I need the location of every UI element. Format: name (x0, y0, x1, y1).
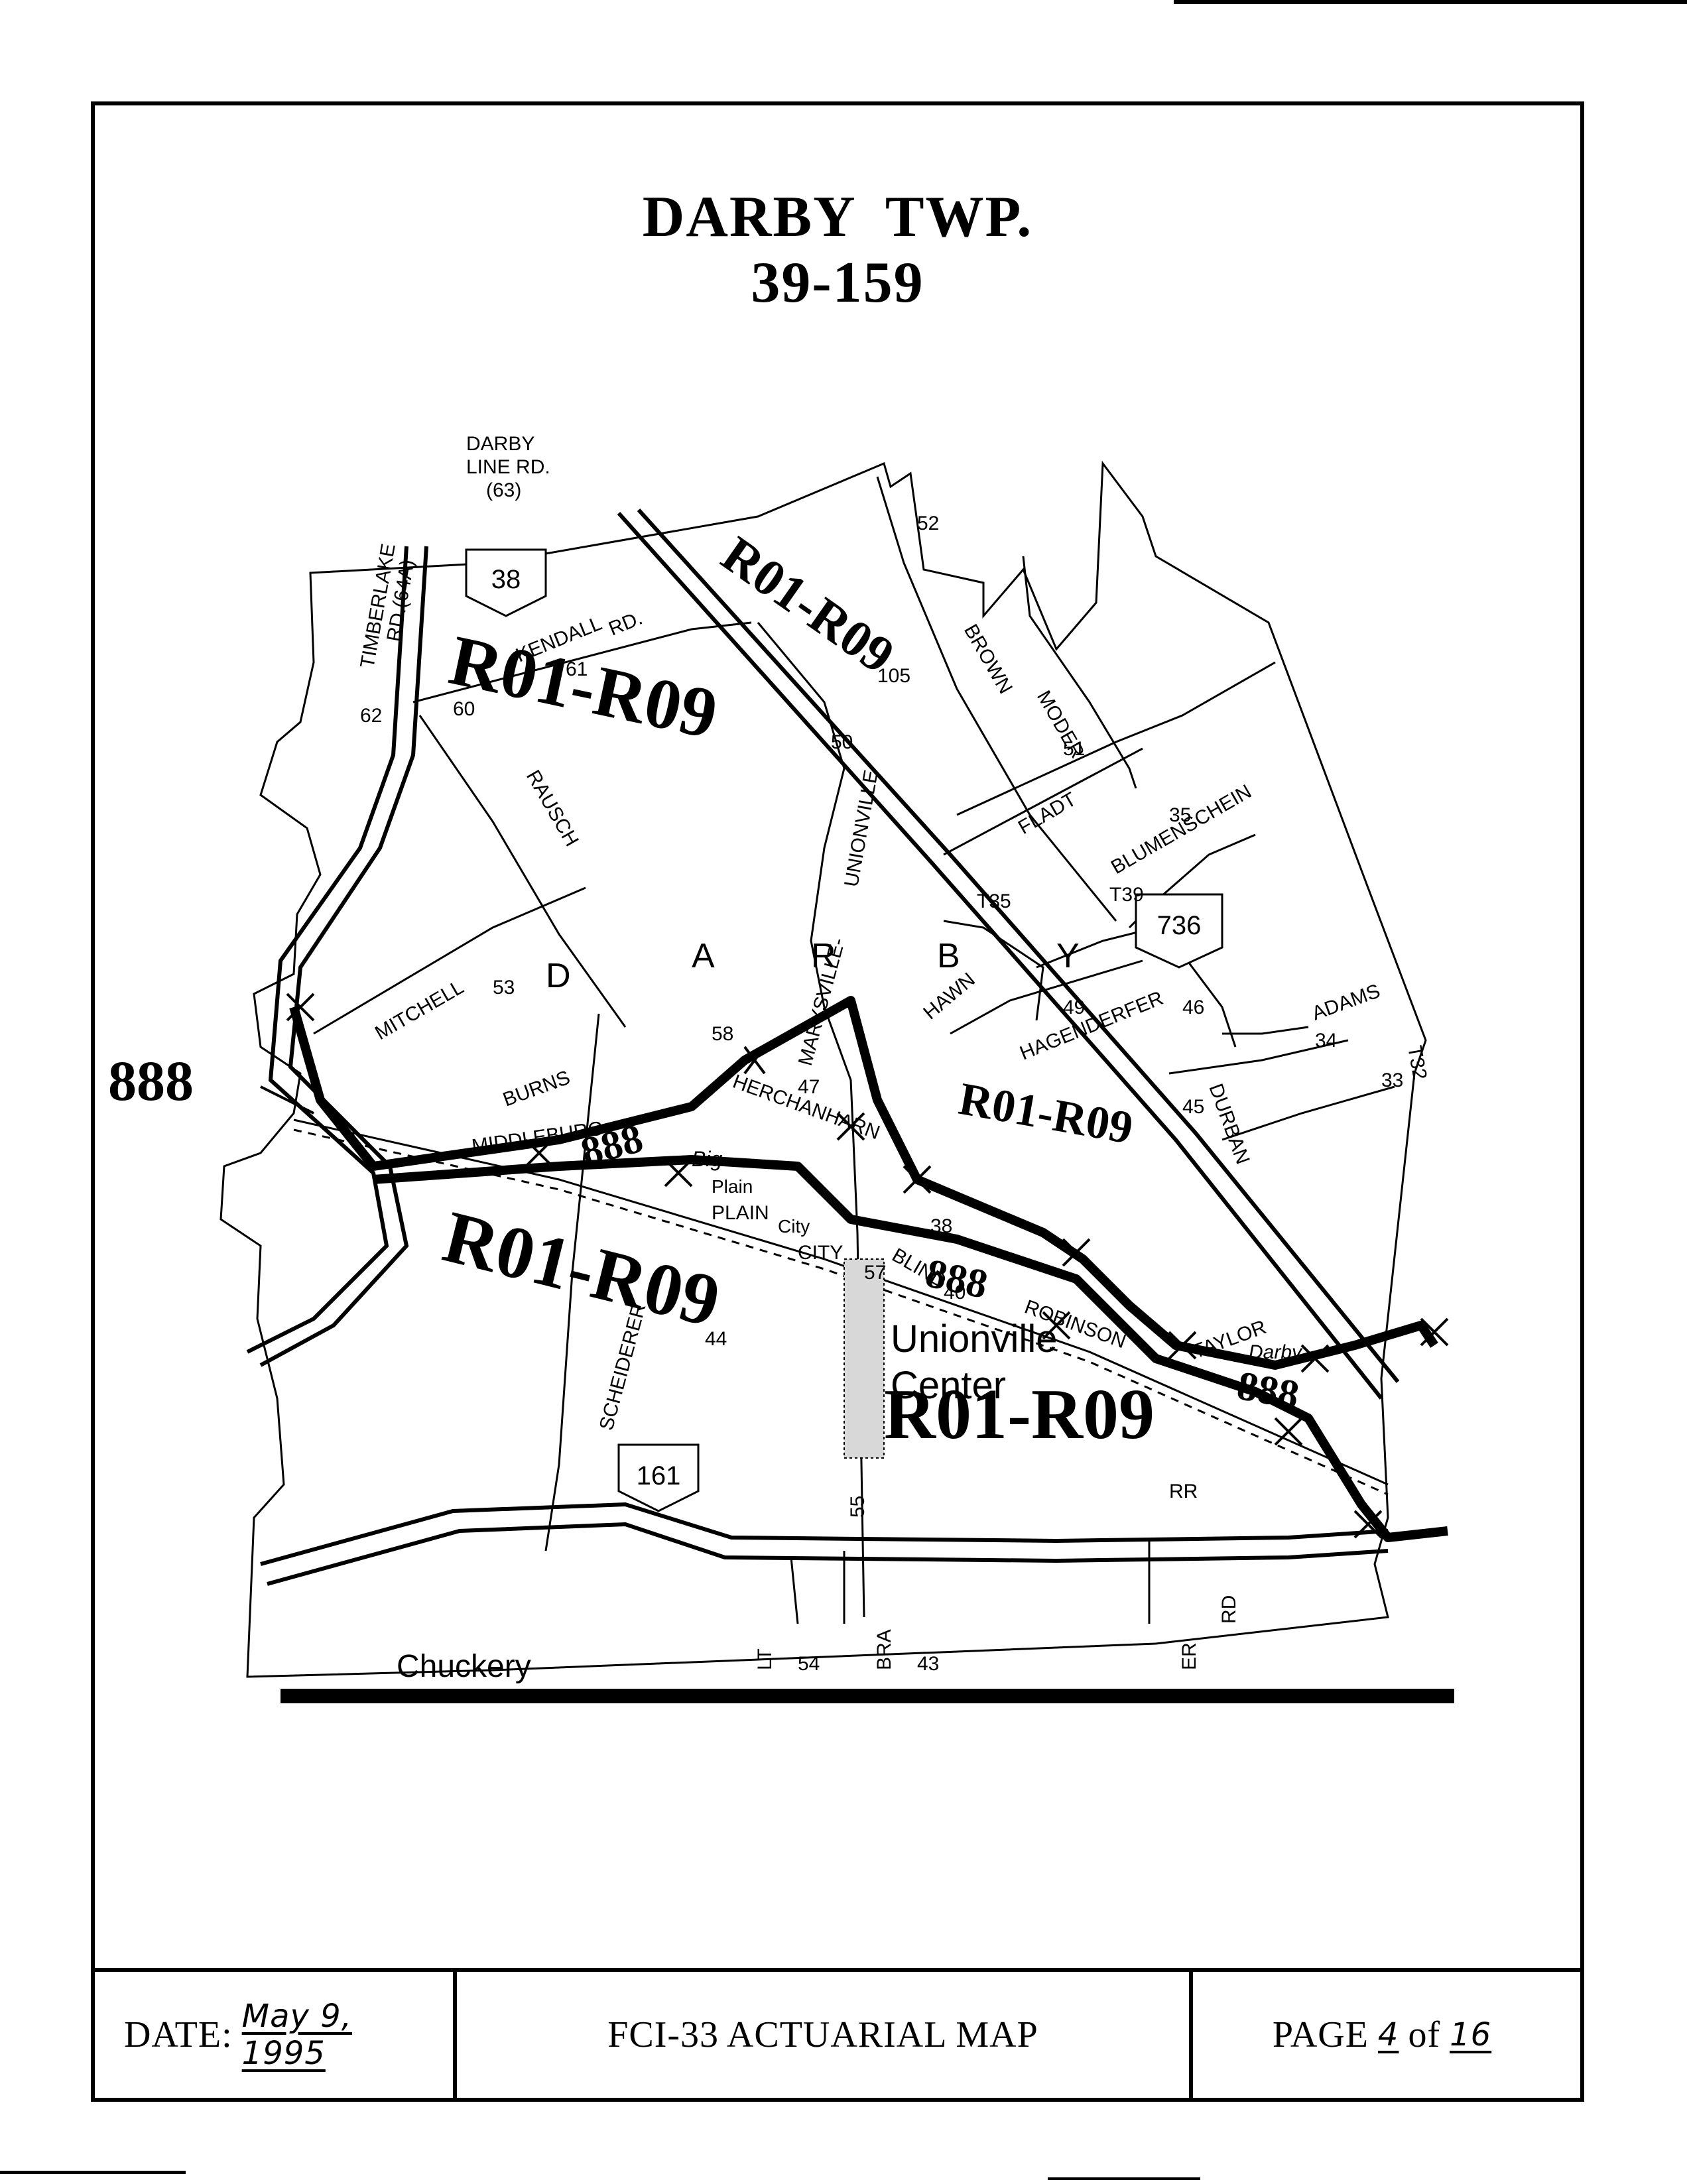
zone-label-888: 888 (1234, 1363, 1302, 1418)
bottom-rule-left (0, 2171, 186, 2174)
svg-text:ER: ER (1178, 1642, 1200, 1670)
svg-text:49: 49 (1063, 997, 1085, 1018)
svg-text:RD.: RD. (605, 607, 645, 640)
route-shield-38: 38 (465, 548, 547, 617)
svg-text:CITY: CITY (798, 1242, 843, 1264)
page-cell: PAGE 4 of 16 (1193, 1972, 1580, 2098)
place-unionville: Unionville (891, 1317, 1057, 1361)
map-sheet: DARBY TWP. 39-159 (91, 101, 1584, 2102)
county-line (281, 1689, 1454, 1703)
svg-text:105: 105 (877, 665, 910, 687)
zone-label: R01-R09 (712, 525, 905, 684)
bottom-rule-right (1048, 2177, 1200, 2180)
svg-text:Darby: Darby (1249, 1341, 1303, 1363)
top-rule (1174, 0, 1687, 4)
svg-text:BLUMENSCHEIN: BLUMENSCHEIN (1107, 780, 1255, 879)
svg-text:MITCHELL: MITCHELL (371, 976, 468, 1044)
township-letters: D A R B Y (546, 937, 1080, 995)
svg-text:45: 45 (1182, 1096, 1204, 1118)
svg-text:40: 40 (944, 1282, 966, 1304)
svg-text:Plain: Plain (712, 1176, 753, 1197)
svg-text:35: 35 (1169, 804, 1191, 826)
svg-text:51: 51 (1063, 738, 1085, 760)
map-name: FCI-33 ACTUARIAL MAP (607, 2014, 1038, 2055)
zone-label: R01-R09 (884, 1375, 1155, 1454)
svg-text:T39: T39 (1109, 884, 1144, 906)
date-label: DATE: (124, 2014, 233, 2055)
secondary-roads (293, 476, 1395, 1624)
route-shield-736: 736 (1135, 893, 1223, 969)
svg-text:A: A (692, 937, 715, 975)
svg-text:52: 52 (917, 513, 939, 534)
svg-text:BROWN: BROWN (960, 621, 1017, 698)
title-block: DATE: May 9, 1995 FCI-33 ACTUARIAL MAP P… (95, 1968, 1580, 2098)
svg-text:54: 54 (798, 1653, 820, 1675)
svg-text:53: 53 (493, 977, 515, 999)
svg-text:55: 55 (847, 1496, 869, 1518)
highway-lines (246, 508, 1400, 1586)
svg-text:38: 38 (930, 1215, 952, 1237)
svg-text:City: City (778, 1216, 810, 1237)
svg-text:Big: Big (692, 1147, 722, 1171)
svg-text:B: B (937, 937, 960, 975)
svg-text:BURNS: BURNS (500, 1067, 573, 1111)
svg-text:LINE RD.: LINE RD. (466, 456, 550, 478)
svg-text:RAUSCH: RAUSCH (522, 766, 583, 850)
svg-text:T32: T32 (1403, 1044, 1430, 1081)
township-code: 39-159 (751, 250, 924, 315)
zone-labels: R01-R09 R01-R09 R01-R09 R01-R09 R01-R09 … (108, 525, 1302, 1454)
place-chuckery: Chuckery (397, 1649, 531, 1684)
township-name: DARBY TWP. (642, 185, 1033, 249)
zone-crossing-marks (286, 993, 1449, 1539)
svg-text:LT: LT (754, 1648, 776, 1670)
page-total: 16 (1450, 2016, 1492, 2053)
svg-text:34: 34 (1315, 1030, 1337, 1052)
svg-text:(63): (63) (486, 479, 521, 501)
svg-text:62: 62 (360, 705, 382, 727)
date-cell: DATE: May 9, 1995 (95, 1972, 457, 2098)
svg-text:50: 50 (831, 731, 853, 753)
svg-text:58: 58 (712, 1023, 733, 1045)
svg-text:UNIONVILLE: UNIONVILLE (840, 768, 882, 888)
svg-text:FLADT: FLADT (1015, 788, 1080, 839)
route-shield-161: 161 (617, 1443, 700, 1512)
zone-label: R01-R09 (955, 1073, 1137, 1154)
svg-text:47: 47 (798, 1076, 820, 1098)
svg-text:RD: RD (1218, 1595, 1240, 1624)
township-map: 38 736 161 R01-R09 R01-R09 R01-R09 R01-R… (108, 433, 1454, 1703)
svg-text:R: R (811, 937, 836, 975)
zone-label-888: 888 (108, 1049, 194, 1113)
page-number: 4 (1377, 2016, 1399, 2053)
svg-text:38: 38 (491, 565, 521, 594)
svg-text:60: 60 (453, 698, 475, 720)
map-title: DARBY TWP. 39-159 (95, 185, 1580, 316)
svg-text:57: 57 (864, 1262, 886, 1284)
svg-text:HAWN: HAWN (919, 969, 979, 1024)
date-value: May 9, 1995 (241, 1998, 352, 2072)
svg-text:43: 43 (917, 1653, 939, 1675)
svg-text:PLAIN: PLAIN (712, 1202, 769, 1224)
svg-text:33: 33 (1381, 1069, 1403, 1091)
place-center: Center (891, 1364, 1006, 1407)
map-name-cell: FCI-33 ACTUARIAL MAP (457, 1972, 1193, 2098)
page-label: PAGE (1272, 2014, 1369, 2055)
place-names: Unionville Center Chuckery Big Plain Cit… (397, 1147, 1303, 1684)
svg-text:46: 46 (1182, 997, 1204, 1018)
svg-text:61: 61 (566, 658, 588, 680)
svg-text:DARBY: DARBY (466, 433, 534, 455)
unionville-center-area (844, 1258, 885, 1459)
svg-text:T35: T35 (977, 890, 1011, 912)
svg-text:161: 161 (637, 1461, 681, 1490)
svg-text:Y: Y (1056, 937, 1080, 975)
page-of: of (1408, 2014, 1441, 2055)
township-boundary (219, 460, 1427, 1678)
svg-text:44: 44 (705, 1328, 727, 1350)
svg-text:RR: RR (1169, 1481, 1198, 1502)
svg-text:ADAMS: ADAMS (1309, 980, 1383, 1024)
svg-text:736: 736 (1157, 911, 1202, 940)
svg-text:D: D (546, 957, 571, 995)
road-labels: DARBY LINE RD. (63) TIMBERLAKE RD.(64A) … (356, 433, 1430, 1675)
svg-text:BRA: BRA (873, 1629, 895, 1670)
